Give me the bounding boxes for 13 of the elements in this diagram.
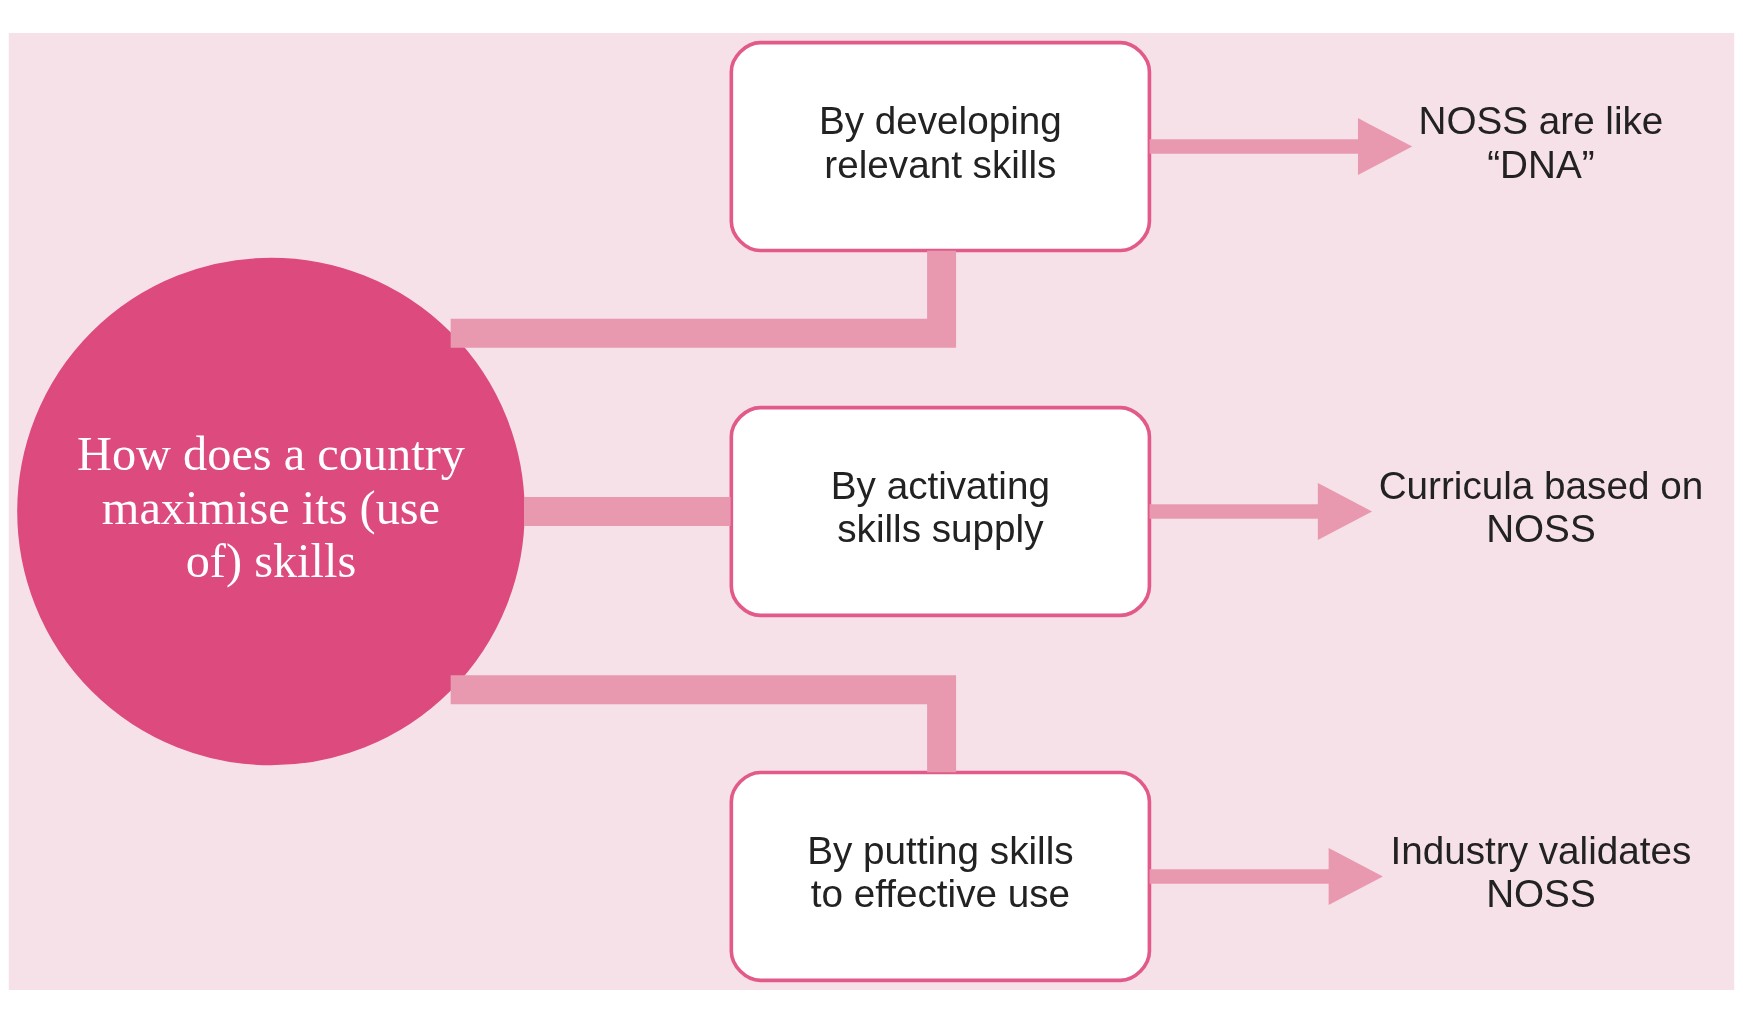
node-circle: How does a country maximise its (use of) skills xyxy=(17,257,525,765)
connector xyxy=(524,496,731,526)
arrow xyxy=(1149,117,1413,175)
node-box: By putting skills to effective use xyxy=(729,770,1152,982)
node-box: By activating skills supply xyxy=(729,405,1152,617)
node-text: Curricula based on NOSS xyxy=(1378,463,1704,550)
node-box: By developing relevant skills xyxy=(729,40,1152,252)
arrow xyxy=(1149,482,1373,540)
node-text: NOSS are like “DNA” xyxy=(1418,98,1664,186)
connector xyxy=(450,250,957,348)
arrow xyxy=(1149,847,1383,905)
connector xyxy=(450,674,957,772)
node-text: Industry validates NOSS xyxy=(1390,828,1692,915)
